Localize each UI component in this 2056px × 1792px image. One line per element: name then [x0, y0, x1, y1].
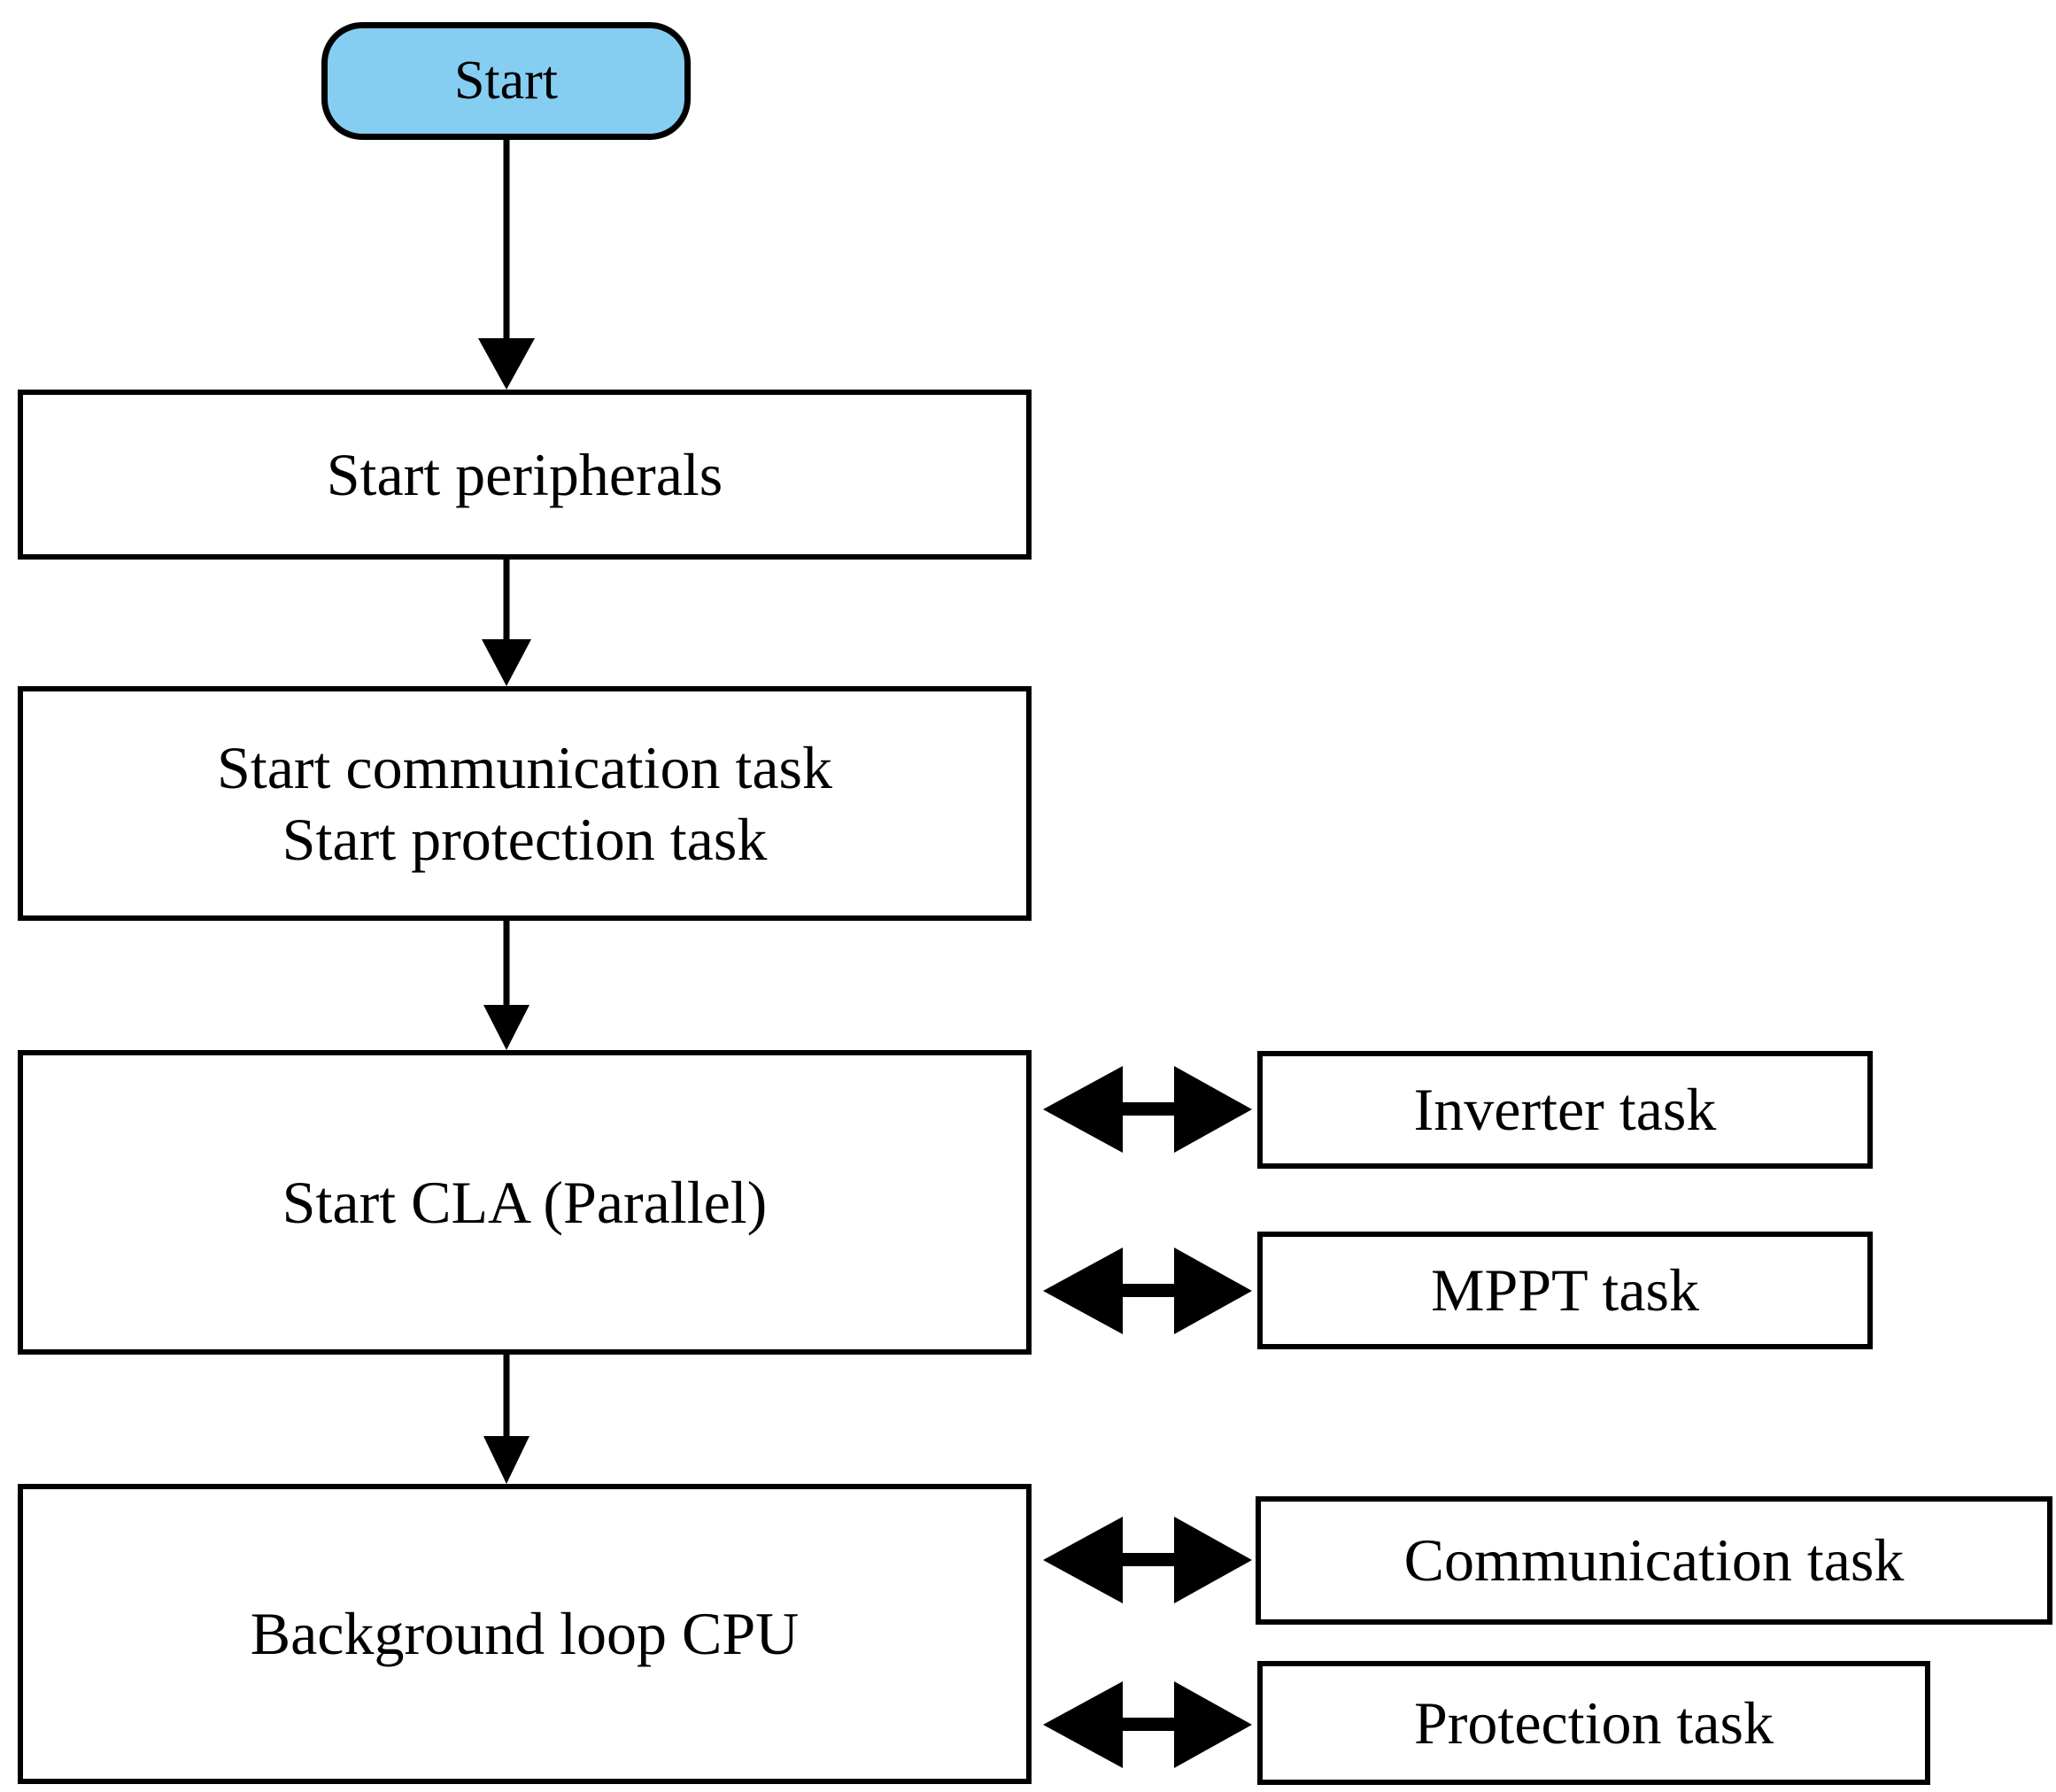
edge-cla-to-mppt	[1043, 1247, 1252, 1334]
edge-peripherals-to-tasks	[482, 560, 531, 686]
node-start-peripherals[interactable]: Start peripherals	[18, 390, 1032, 560]
node-start[interactable]: Start	[321, 22, 691, 140]
node-mppt-task-label: MPPT task	[1431, 1256, 1699, 1325]
node-start-peripherals-label: Start peripherals	[326, 440, 723, 508]
edge-start-to-peripherals	[478, 140, 535, 390]
node-protection-task-label: Protection task	[1413, 1688, 1774, 1757]
node-background-loop-label: Background loop CPU	[250, 1600, 800, 1668]
edge-tasks-to-cla	[483, 921, 529, 1050]
edge-loop-to-protection	[1043, 1681, 1252, 1768]
edge-cla-to-background-loop	[483, 1355, 529, 1484]
node-start-cla-label: Start CLA (Parallel)	[282, 1168, 768, 1236]
node-inverter-task-label: Inverter task	[1413, 1076, 1717, 1144]
node-communication-task-label: Communication task	[1403, 1526, 1905, 1595]
node-mppt-task[interactable]: MPPT task	[1257, 1232, 1873, 1349]
node-inverter-task[interactable]: Inverter task	[1257, 1051, 1873, 1169]
node-protection-task[interactable]: Protection task	[1257, 1661, 1930, 1785]
node-background-loop[interactable]: Background loop CPU	[18, 1484, 1032, 1784]
edge-cla-to-inverter	[1043, 1066, 1252, 1153]
node-start-tasks[interactable]: Start communication task Start protectio…	[18, 686, 1032, 921]
edge-loop-to-communication	[1043, 1517, 1252, 1603]
node-start-tasks-label: Start communication task Start protectio…	[217, 734, 832, 873]
node-start-cla[interactable]: Start CLA (Parallel)	[18, 1050, 1032, 1355]
node-communication-task[interactable]: Communication task	[1256, 1496, 2052, 1625]
node-start-label: Start	[453, 50, 559, 111]
